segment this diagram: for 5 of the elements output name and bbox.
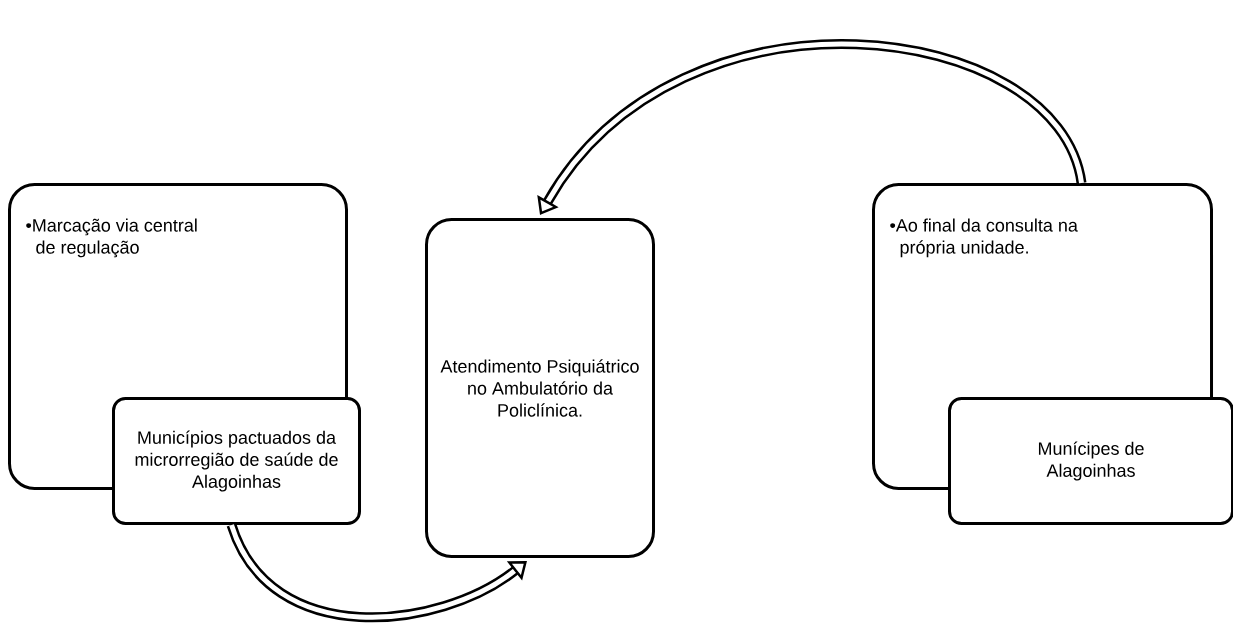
- label-box: Municípios pactuados da microrregião de saúde de Alagoinhas: [112, 397, 361, 525]
- process-box: Atendimento Psiquiátrico no Ambulatório da Policlínica.: [425, 218, 655, 558]
- double-arrow: [226, 523, 527, 622]
- label-box: Munícipes de Alagoinhas: [948, 397, 1233, 525]
- double-arrow: [537, 39, 1087, 215]
